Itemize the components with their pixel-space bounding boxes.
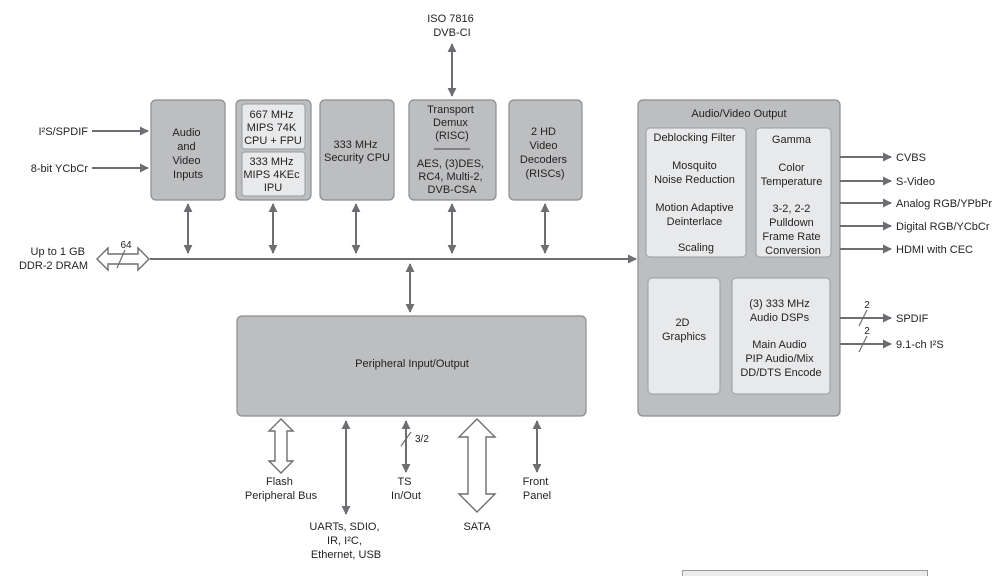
- video-decoders-label: 2 HD Video Decoders (RISCs): [520, 126, 570, 180]
- front-panel-label: Front Panel: [523, 476, 552, 502]
- gamma-label: Gamma Color Temperature 3-2, 2-2 Pulldow…: [761, 134, 826, 257]
- flash-label: Flash Peripheral Bus: [245, 476, 318, 502]
- memory-bus-width: 64: [120, 240, 132, 251]
- uarts-label: UARTs, SDIO, IR, I²C, Ethernet, USB: [309, 521, 382, 561]
- video-decoders-block: [508, 99, 583, 201]
- hdmi-label: HDMI with CEC: [896, 244, 973, 256]
- cropped-window-edge: [682, 570, 928, 576]
- transport-demux-block: [408, 99, 497, 201]
- audio-dsps-label: (3) 333 MHz Audio DSPs Main Audio PIP Au…: [740, 298, 821, 379]
- svideo-label: S-Video: [896, 176, 935, 188]
- spdif-width: 2: [864, 300, 870, 311]
- sata-label: SATA: [463, 521, 491, 533]
- av-inputs-block: [150, 99, 226, 201]
- ts-width: 3/2: [415, 434, 429, 445]
- peripheral-io-block: [236, 315, 587, 417]
- ts-label: TS In/Out: [391, 476, 421, 502]
- spdif-slash: [858, 309, 868, 327]
- transport-demux-label: Transport Demux (RISC): [427, 104, 477, 142]
- i2s-output-label: 9.1-ch I²S: [896, 339, 944, 351]
- flash-bus-arrow: [267, 418, 295, 474]
- peripheral-io-label: Peripheral Input/Output: [355, 358, 469, 370]
- memory-bus-arrow: [96, 246, 150, 272]
- audio-dsps-block: [731, 277, 831, 395]
- graphics-label: 2D Graphics: [662, 317, 707, 343]
- spdif-label: SPDIF: [896, 313, 929, 325]
- i2s-output-width: 2: [864, 326, 870, 337]
- gamma-block: [755, 127, 832, 258]
- cpu-ipu-block: [241, 151, 306, 197]
- cpu-main-block: [241, 103, 306, 150]
- cvbs-label: CVBS: [896, 152, 926, 164]
- sata-arrow: [457, 418, 497, 513]
- deblocking-block: [645, 127, 747, 258]
- deblocking-label: Deblocking Filter Mosquito Noise Reducti…: [654, 132, 739, 254]
- av-output-title: Audio/Video Output: [691, 108, 786, 120]
- av-inputs-label: Audio and Video Inputs: [172, 127, 203, 181]
- memory-bus-slash: [116, 249, 126, 269]
- graphics-block: [647, 277, 721, 395]
- ycbcr-input-label: 8-bit YCbCr: [31, 163, 89, 175]
- iso-label: ISO 7816 DVB-CI: [427, 13, 477, 39]
- memory-label: Up to 1 GB DDR-2 DRAM: [19, 246, 88, 272]
- transport-crypto-label: AES, (3)DES, RC4, Multi-2, DVB-CSA: [417, 158, 487, 196]
- cpu-ipu-label: 333 MHz MIPS 4KEc IPU: [243, 156, 302, 194]
- security-cpu-block: [319, 99, 395, 201]
- digital-rgb-label: Digital RGB/YCbCr: [896, 221, 990, 233]
- ts-slash: [400, 431, 412, 447]
- security-cpu-label: 333 MHz Security CPU: [324, 139, 390, 164]
- i2s-output-slash: [858, 335, 868, 353]
- cpu-main-label: 667 MHz MIPS 74K CPU + FPU: [244, 109, 302, 147]
- i2s-spdif-input-label: I²S/SPDIF: [38, 126, 88, 138]
- analog-rgb-label: Analog RGB/YPbPr: [896, 198, 992, 210]
